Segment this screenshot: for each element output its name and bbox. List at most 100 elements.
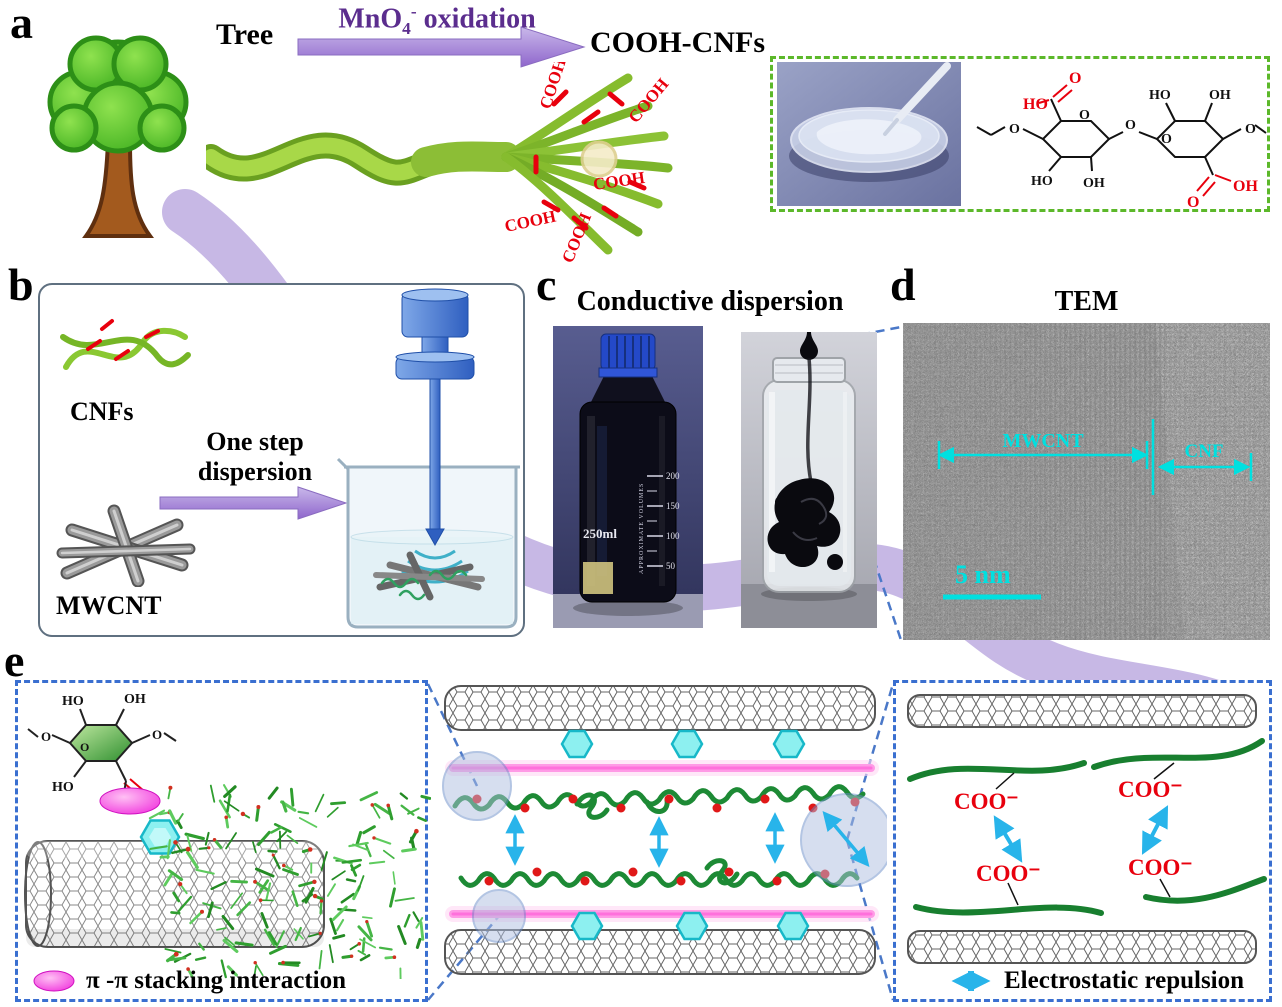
atom-label: O: [1009, 122, 1020, 137]
top-nanotube-wall: [444, 685, 876, 731]
coo-label: COO⁻: [1118, 777, 1183, 802]
bottle-label-sticker: [583, 562, 613, 594]
atom-label: OH: [124, 692, 146, 707]
tree-illustration: [47, 35, 189, 238]
dispersion-mechanism-illustration: [442, 685, 887, 975]
cnt-wrapping-illustration: [24, 784, 431, 979]
atom-label: O: [1245, 122, 1256, 137]
cnfs-label: CNFs: [70, 397, 134, 426]
tree-label: Tree: [216, 18, 274, 51]
beaker: [336, 457, 520, 629]
coo-label: COO⁻: [976, 861, 1041, 886]
atom-label: HO: [62, 694, 84, 709]
electrostatic-repulsion-box: COO⁻ COO⁻ COO⁻ COO⁻ Electrostatic repuls…: [893, 680, 1272, 1002]
benzene-hexagons: [560, 729, 810, 941]
atom-label: OH: [1209, 88, 1231, 103]
one-step-line1: One step: [206, 427, 304, 456]
repulsion-illustration: COO⁻ COO⁻ COO⁻ COO⁻: [907, 694, 1267, 964]
benzene-hexagon-icon: [139, 819, 181, 855]
zoom-highlight-circles: [442, 751, 887, 943]
atom-label: O: [152, 727, 162, 742]
bond-lines: [995, 762, 1175, 906]
atom-label: HO: [1031, 174, 1053, 189]
product-label: COOH-CNFs: [590, 26, 765, 59]
tick-label: 100: [666, 531, 680, 541]
tem-cnf-label: CNF: [1184, 441, 1223, 462]
pi-stacking-box: HO OH O O O HO O: [15, 680, 431, 1002]
atom-label: O: [80, 740, 89, 754]
homogenizer-beaker-illustration: [336, 288, 520, 629]
cooh-label: COOH: [503, 207, 558, 236]
tem-scale-bar-label: 5 nm: [955, 560, 1011, 589]
dispersion-process-box: CNFs One step dispersion MWCNT: [38, 283, 525, 637]
fiber-end-highlight: [580, 140, 618, 178]
coo-label: COO⁻: [954, 789, 1019, 814]
dispersion-bottle-photo: 250ml 200 150 100 50 APPROXIMATE VOLUMES: [553, 326, 703, 628]
tick-label: 150: [666, 501, 680, 511]
mwcnt-illustration: [56, 504, 196, 587]
pi-stacking-caption-row: π -π stacking interaction: [32, 967, 346, 995]
mwcnt-label: MWCNT: [56, 591, 162, 620]
chem-atom-labels: HO O O HO OH O O HO OH O O O OH: [1009, 70, 1258, 209]
panel-a-label: a: [10, 0, 33, 48]
reaction-pre: MnO: [338, 3, 403, 35]
homogenizer: [395, 288, 475, 547]
cnf-chains: [907, 738, 1267, 916]
repulsion-caption-row: Electrostatic repulsion: [948, 967, 1244, 995]
cnf-gel-photo: [777, 62, 961, 206]
reaction-rest: oxidation: [416, 3, 536, 35]
atom-label: HO: [1149, 88, 1171, 103]
atom-label: OH: [1233, 178, 1258, 195]
atom-label: O: [41, 729, 51, 744]
fiber-strands: [501, 73, 673, 255]
bottom-nanotube-wall: [444, 929, 876, 975]
ink-drop-and-swirl: [767, 332, 843, 570]
repulsion-arrows: [993, 805, 1169, 863]
panel-d-title: TEM: [1054, 286, 1119, 317]
atom-label: O: [1125, 118, 1136, 133]
atom-label: OH: [1083, 176, 1105, 191]
reaction-arrow-icon: [297, 26, 586, 68]
graduation-marks: [647, 475, 663, 567]
panel-d-label: d: [890, 259, 916, 310]
cnf-fiber-illustration: COOH COOH COOH COOH COOH: [206, 62, 673, 265]
repulsion-arrows: [505, 812, 785, 868]
repulsion-arrow-icon: [951, 971, 991, 991]
bottle-volume-label: 250ml: [583, 526, 617, 541]
tem-mwcnt-label: MWCNT: [1002, 430, 1084, 452]
graduation-labels: 200 150 100 50: [666, 471, 680, 571]
cnf-molecular-coating: [148, 784, 431, 979]
gel-blob: [816, 119, 922, 155]
atom-label: HO: [52, 780, 74, 795]
cnf-carboxyl-ticks: [86, 319, 160, 361]
cooh-label: COOH: [536, 62, 570, 111]
cnfs-illustration: [60, 319, 191, 370]
atom-label: O: [1079, 108, 1090, 123]
pi-ellipse-icon: [33, 970, 75, 992]
reaction-label: MnO4- oxidation: [302, 2, 572, 39]
tick-label: 200: [666, 471, 680, 481]
top-nanotube-wall: [907, 694, 1257, 728]
pi-stacking-caption: π -π stacking interaction: [86, 967, 347, 994]
panel-e-label: e: [4, 635, 25, 686]
fiber-ribbon: [206, 132, 521, 186]
cooh-tick-marks: [533, 89, 647, 231]
cooh-label: COOH: [625, 75, 673, 127]
reaction-sup: -: [410, 2, 417, 21]
dropper-icon: [883, 62, 951, 136]
one-step-line2: dispersion: [197, 457, 313, 486]
repulsion-caption: Electrostatic repulsion: [1004, 967, 1245, 994]
glass-bottle: [579, 374, 677, 603]
tick-label: 50: [666, 561, 676, 571]
atom-label: O: [1069, 70, 1081, 87]
coo-label: COO⁻: [1128, 855, 1193, 880]
atom-label: HO: [1023, 96, 1048, 113]
tem-annotations: MWCNT CNF 5 nm: [937, 419, 1253, 600]
coo-labels-group: COO⁻ COO⁻ COO⁻ COO⁻: [954, 777, 1193, 886]
cellulose-structure: HO O O HO OH O O HO OH O O O OH: [976, 70, 1267, 209]
tree-canopy: [47, 35, 189, 154]
bottle-scale-caption: APPROXIMATE VOLUMES: [639, 483, 645, 574]
panel-c-title: Conductive dispersion: [576, 286, 844, 317]
cooh-cnf-detail-box: HO O O HO OH O O HO OH O O O OH: [770, 56, 1270, 212]
